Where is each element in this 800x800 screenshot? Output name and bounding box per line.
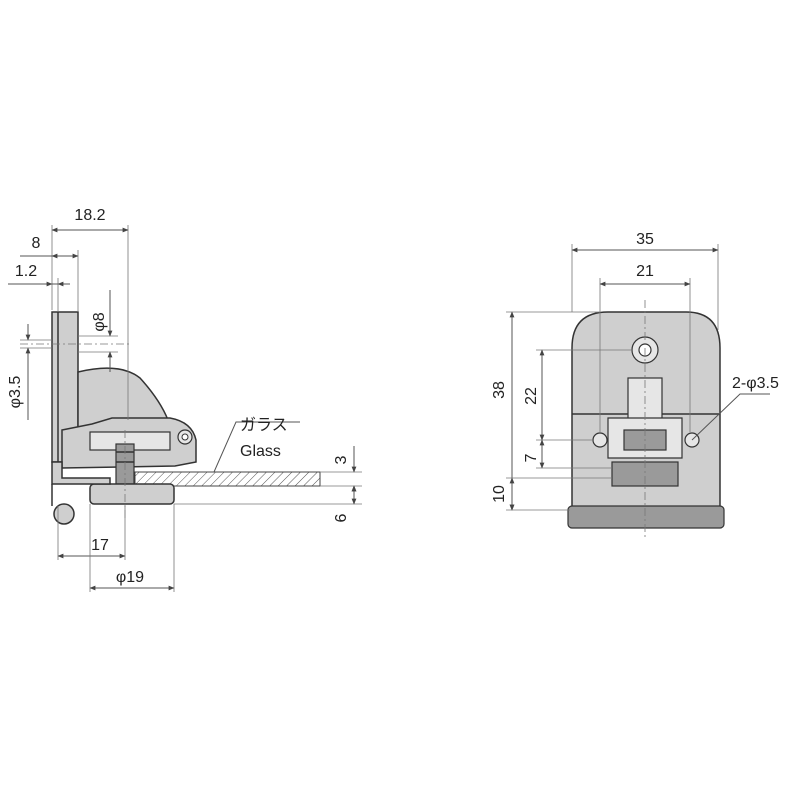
side-view: 18.2 8 1.2 φ8 [7,207,362,592]
dim-label-3: 3 [333,455,350,464]
dim-label-10: 10 [491,485,508,503]
glass-label-en: Glass [240,443,281,460]
dim-label-21: 21 [636,263,654,280]
bottom-pad [567,505,725,529]
dim-18-2: 18.2 [51,207,129,420]
dim-8: 8 [20,235,79,312]
dim-phi-19: φ19 [89,504,175,592]
glass-callout: ガラス Glass [213,416,300,473]
dim-label-35: 35 [636,231,654,248]
glass-label-jp: ガラス [240,416,288,434]
dim-phi-8: φ8 [78,290,118,372]
dim-6: 6 [174,485,362,522]
dim-38: 38 [491,311,600,511]
dim-label-7: 7 [523,453,540,462]
dim-label-6: 6 [333,513,350,522]
dim-35: 35 [571,231,719,330]
glass-plate [134,471,321,487]
dim-label-phi-3-5: φ3.5 [7,376,24,409]
dim-7: 7 [523,439,612,469]
dim-label-17: 17 [91,537,109,554]
holes-label: 2-φ3.5 [732,375,779,392]
dim-label-18-2: 18.2 [74,207,105,224]
dim-3: 3 [320,446,362,504]
dim-label-1-2: 1.2 [15,263,37,280]
dim-label-phi-8: φ8 [91,312,108,331]
dim-label-8: 8 [32,235,41,252]
hinge-knuckle [53,503,75,525]
side-hole-left [592,432,608,448]
front-view: 35 21 38 22 7 [491,231,779,540]
dim-phi-3-5: φ3.5 [7,324,52,420]
dim-17: 17 [57,506,126,560]
dim-21: 21 [599,263,691,432]
dim-label-38: 38 [491,381,508,399]
dim-22: 22 [523,349,632,441]
dim-label-phi-19: φ19 [116,569,144,586]
dim-label-22: 22 [523,387,540,405]
dim-10: 10 [491,477,612,511]
dim-1-2: 1.2 [8,263,70,312]
clamp-pad [89,483,175,505]
holes-callout: 2-φ3.5 [691,375,779,441]
